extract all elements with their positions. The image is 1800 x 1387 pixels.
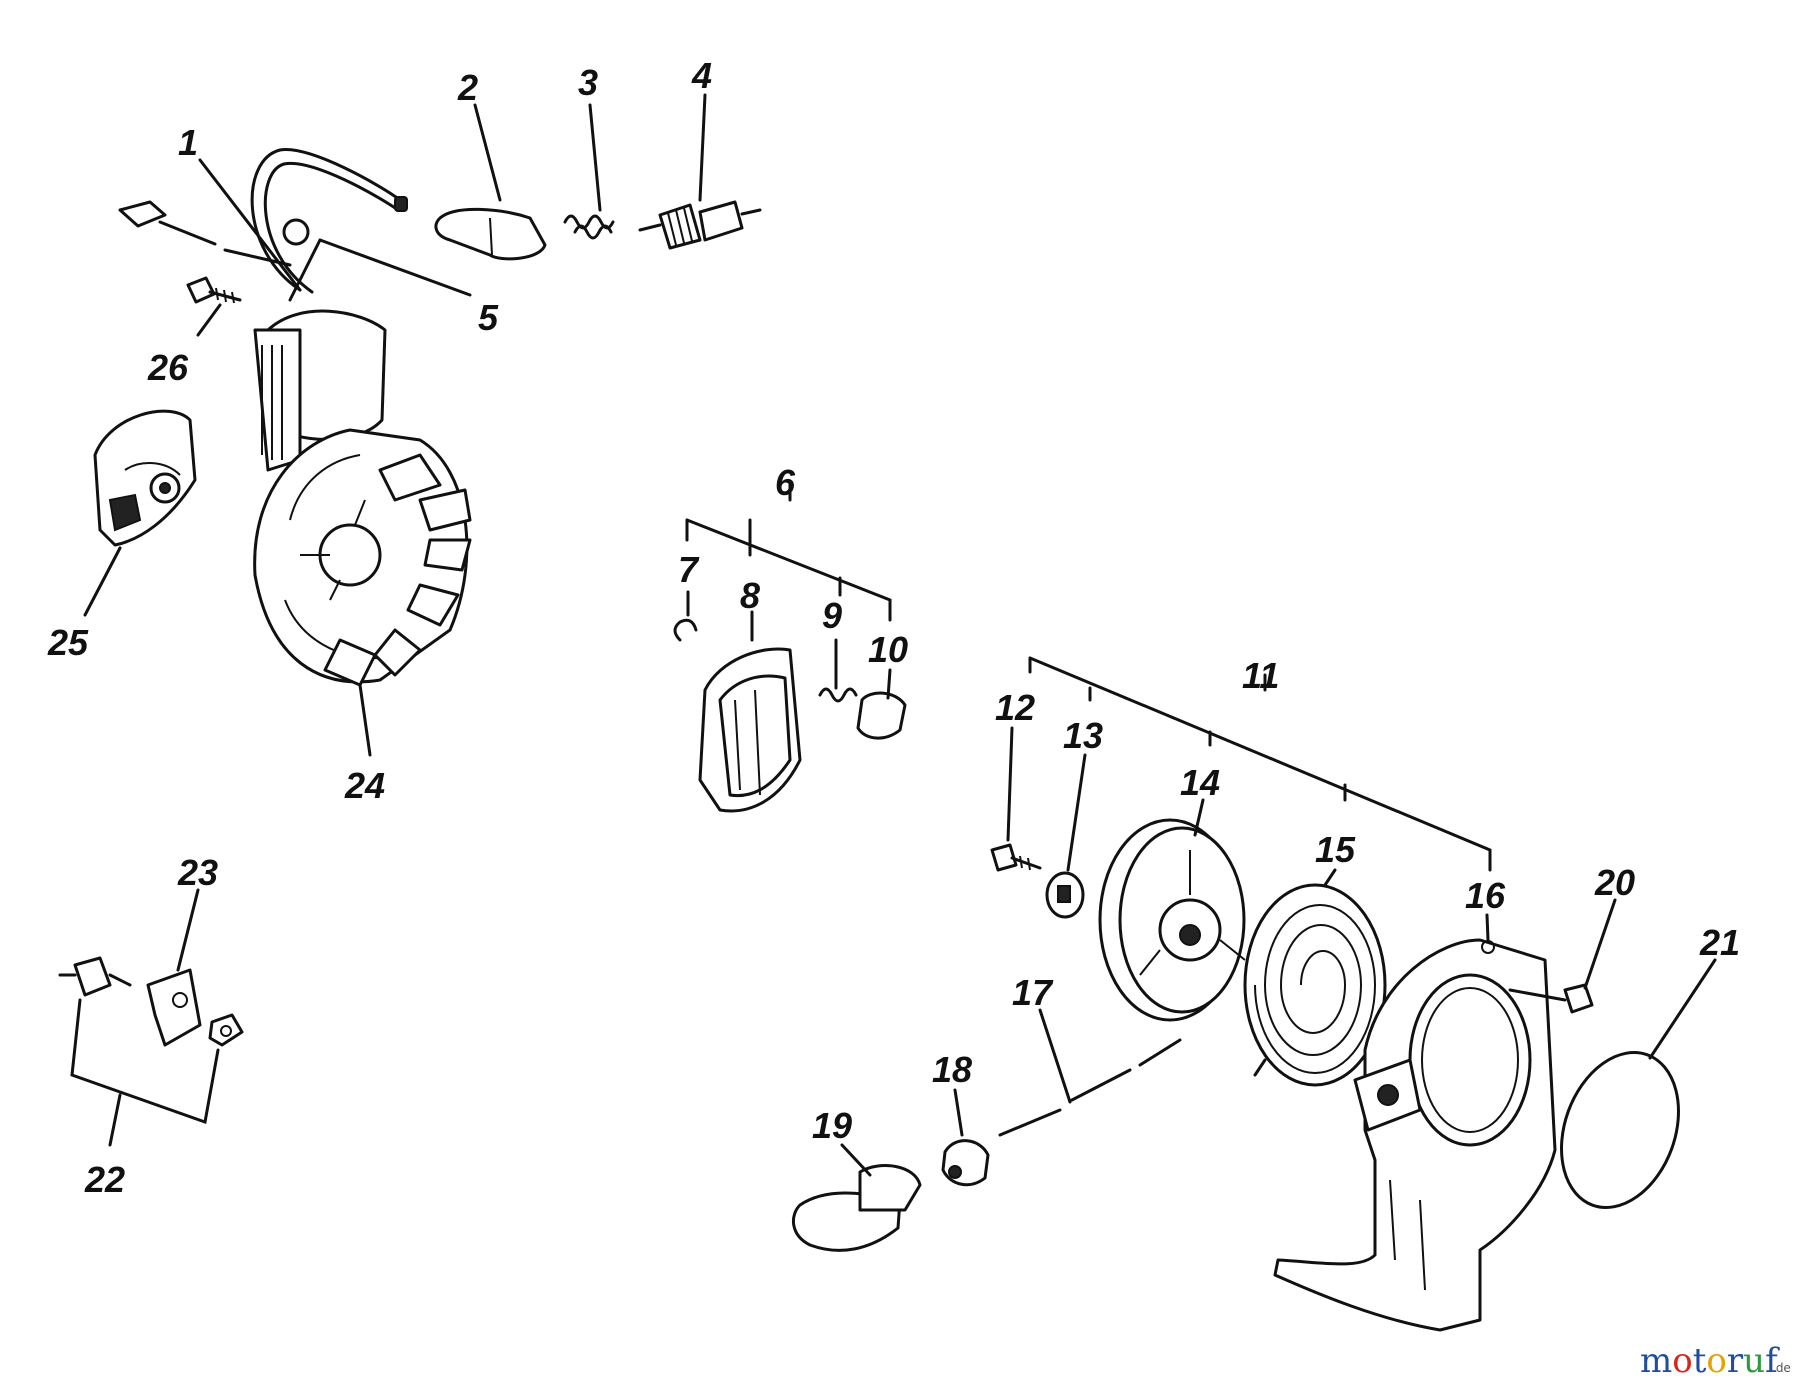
label-20: 20 [1594, 862, 1635, 903]
rewind-spring [1243, 883, 1387, 1087]
wm-letter-o1: o [1672, 1341, 1692, 1381]
label-7: 7 [678, 549, 700, 590]
ignition-coil [250, 148, 408, 472]
label-22: 22 [84, 1159, 125, 1200]
label-10: 10 [868, 629, 908, 670]
screw-12 [990, 843, 1042, 872]
label-6: 6 [775, 462, 796, 503]
starter-housing [1273, 938, 1557, 1332]
rope-guide-18 [941, 1139, 990, 1187]
label-15: 15 [1315, 829, 1356, 870]
label-5: 5 [478, 297, 499, 338]
label-18: 18 [932, 1049, 972, 1090]
clutch-shoe-25 [93, 409, 197, 547]
wm-letter-f: f [1765, 1341, 1780, 1381]
wm-letter-u: u [1743, 1341, 1765, 1381]
spark-plug-cap [434, 207, 547, 261]
label-23: 23 [177, 852, 218, 893]
label-16: 16 [1465, 875, 1506, 916]
spark-plug [638, 200, 762, 250]
starter-handle [791, 1164, 922, 1252]
label-9: 9 [822, 595, 842, 636]
label-19: 19 [812, 1105, 852, 1146]
wm-domain: .de [1772, 1361, 1791, 1375]
wm-letter-m: m [1640, 1341, 1672, 1381]
screw-26 [186, 276, 242, 304]
callout-labels: 1 2 3 4 5 26 25 24 6 7 8 9 10 11 12 13 1… [47, 55, 1740, 1200]
label-21: 21 [1699, 922, 1740, 963]
rope-pulley [1098, 818, 1246, 1022]
wm-letter-o2: o [1706, 1341, 1726, 1381]
label-17: 17 [1012, 972, 1054, 1013]
motoruf-watermark: motoruf .de [1640, 1341, 1791, 1381]
label-24: 24 [344, 765, 385, 806]
label-25: 25 [47, 622, 89, 663]
label-1: 1 [178, 122, 198, 163]
label-4: 4 [691, 55, 712, 96]
flywheel [253, 428, 472, 687]
label-11: 11 [1242, 655, 1279, 696]
wm-letter-r: r [1727, 1341, 1744, 1381]
label-3: 3 [578, 62, 598, 103]
starter-rope [998, 1038, 1182, 1137]
ring-21 [1560, 1051, 1680, 1209]
label-14: 14 [1180, 762, 1220, 803]
clutch-assembly [673, 618, 907, 813]
leader-lines [70, 93, 1717, 1177]
label-2: 2 [457, 67, 478, 108]
label-13: 13 [1063, 715, 1103, 756]
washer-13 [1045, 871, 1085, 919]
svg-text:motoruf: motoruf [1640, 1341, 1780, 1381]
screw-20 [1508, 983, 1594, 1014]
wm-letter-t: t [1693, 1341, 1707, 1381]
part-22-23 [58, 956, 244, 1047]
label-8: 8 [740, 575, 760, 616]
label-12: 12 [995, 687, 1035, 728]
label-26: 26 [147, 347, 189, 388]
spring-3 [563, 214, 615, 240]
